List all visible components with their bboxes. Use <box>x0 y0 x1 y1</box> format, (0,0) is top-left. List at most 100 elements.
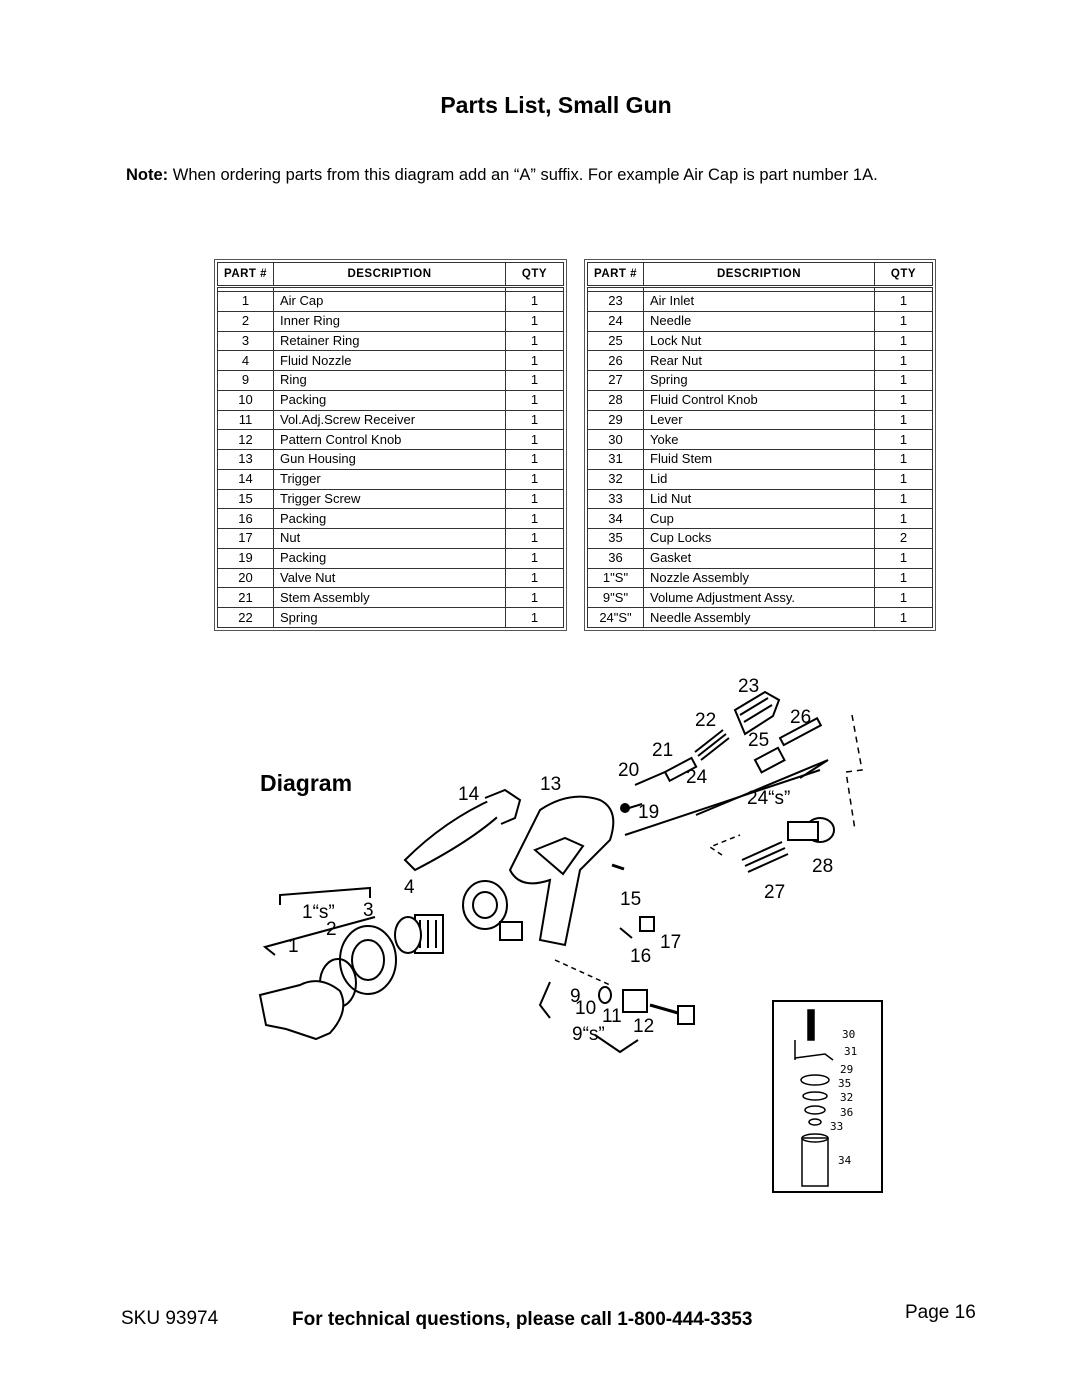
page-title: Parts List, Small Gun <box>440 92 672 118</box>
callout-20: 20 <box>618 760 639 781</box>
callout-26: 26 <box>790 707 811 728</box>
callout-10: 10 <box>575 998 596 1019</box>
part-qty: 1 <box>505 468 564 490</box>
part-qty: 1 <box>505 587 564 609</box>
part-qty: 1 <box>874 389 933 411</box>
part-description: Ring <box>273 370 506 391</box>
part-qty: 1 <box>505 350 564 372</box>
part-qty: 1 <box>505 330 564 352</box>
footer-page-number: Page 16 <box>905 1302 976 1323</box>
part-description: Lever <box>643 409 875 431</box>
part-description: Volume Adjustment Assy. <box>643 587 875 609</box>
part-qty: 1 <box>505 508 564 530</box>
part-qty: 1 <box>874 607 933 628</box>
part-number: 24 <box>587 310 644 332</box>
part-number: 1"S" <box>587 567 644 589</box>
part-number: 36 <box>587 547 644 569</box>
part-number: 12 <box>217 429 274 451</box>
part-number: 14 <box>217 468 274 490</box>
footer-sku: SKU 93974 <box>121 1308 219 1329</box>
part-qty: 1 <box>505 310 564 332</box>
part-qty: 1 <box>874 508 933 530</box>
note-label: Note: <box>126 166 169 184</box>
inset-callout-30: 30 <box>842 1028 855 1041</box>
part-number: 31 <box>587 449 644 470</box>
part-description: Spring <box>643 370 875 391</box>
part-qty: 1 <box>874 488 933 510</box>
part-description: Nut <box>273 528 506 549</box>
part-number: 23 <box>587 291 644 312</box>
part-description: Air Cap <box>273 291 506 312</box>
callout-1s: 1“s” <box>302 902 335 923</box>
callout-2: 2 <box>326 919 337 940</box>
part-number: 9 <box>217 370 274 391</box>
part-qty: 1 <box>874 370 933 391</box>
inset-callout-33: 33 <box>830 1120 843 1133</box>
callout-22: 22 <box>695 710 716 731</box>
part-number: 11 <box>217 409 274 431</box>
part-qty: 1 <box>874 587 933 609</box>
part-number: 1 <box>217 291 274 312</box>
part-qty: 1 <box>505 488 564 510</box>
part-description: Needle <box>643 310 875 332</box>
part-description: Rear Nut <box>643 350 875 372</box>
part-qty: 2 <box>874 528 933 549</box>
part-number: 24"S" <box>587 607 644 628</box>
part-qty: 1 <box>874 350 933 372</box>
part-qty: 1 <box>874 547 933 569</box>
part-description: Packing <box>273 508 506 530</box>
part-description: Lid Nut <box>643 488 875 510</box>
part-number: 15 <box>217 488 274 510</box>
part-description: Packing <box>273 389 506 411</box>
part-number: 34 <box>587 508 644 530</box>
callout-24s: 24“s” <box>747 788 790 809</box>
header-description: DESCRIPTION <box>643 262 875 287</box>
exploded-parts-diagram: 23 22 26 21 25 20 24 19 24“s” 14 13 28 2… <box>258 676 883 1193</box>
part-number: 13 <box>217 449 274 470</box>
diagram-heading: Diagram <box>260 770 353 796</box>
part-description: Cup Locks <box>643 528 875 549</box>
part-qty: 1 <box>505 429 564 451</box>
part-qty: 1 <box>505 291 564 312</box>
part-qty: 1 <box>874 567 933 589</box>
callout-24: 24 <box>686 767 708 788</box>
part-number: 3 <box>217 330 274 352</box>
inset-callout-31: 31 <box>844 1045 857 1058</box>
note-text: When ordering parts from this diagram ad… <box>168 166 878 184</box>
callout-9: 9 <box>570 986 581 1007</box>
ordering-note: Note: When ordering parts from this diag… <box>126 166 878 185</box>
part-qty: 1 <box>505 547 564 569</box>
part-number: 35 <box>587 528 644 549</box>
part-qty: 1 <box>505 389 564 411</box>
footer-tech-support: For technical questions, please call 1-8… <box>292 1309 753 1330</box>
part-number: 27 <box>587 370 644 391</box>
part-qty: 1 <box>874 449 933 470</box>
header-description: DESCRIPTION <box>273 262 506 287</box>
inset-callout-35: 35 <box>838 1077 851 1090</box>
callout-21: 21 <box>652 740 673 761</box>
part-number: 22 <box>217 607 274 628</box>
part-description: Pattern Control Knob <box>273 429 506 451</box>
part-number: 28 <box>587 389 644 411</box>
callout-25: 25 <box>748 730 769 751</box>
part-description: Fluid Nozzle <box>273 350 506 372</box>
